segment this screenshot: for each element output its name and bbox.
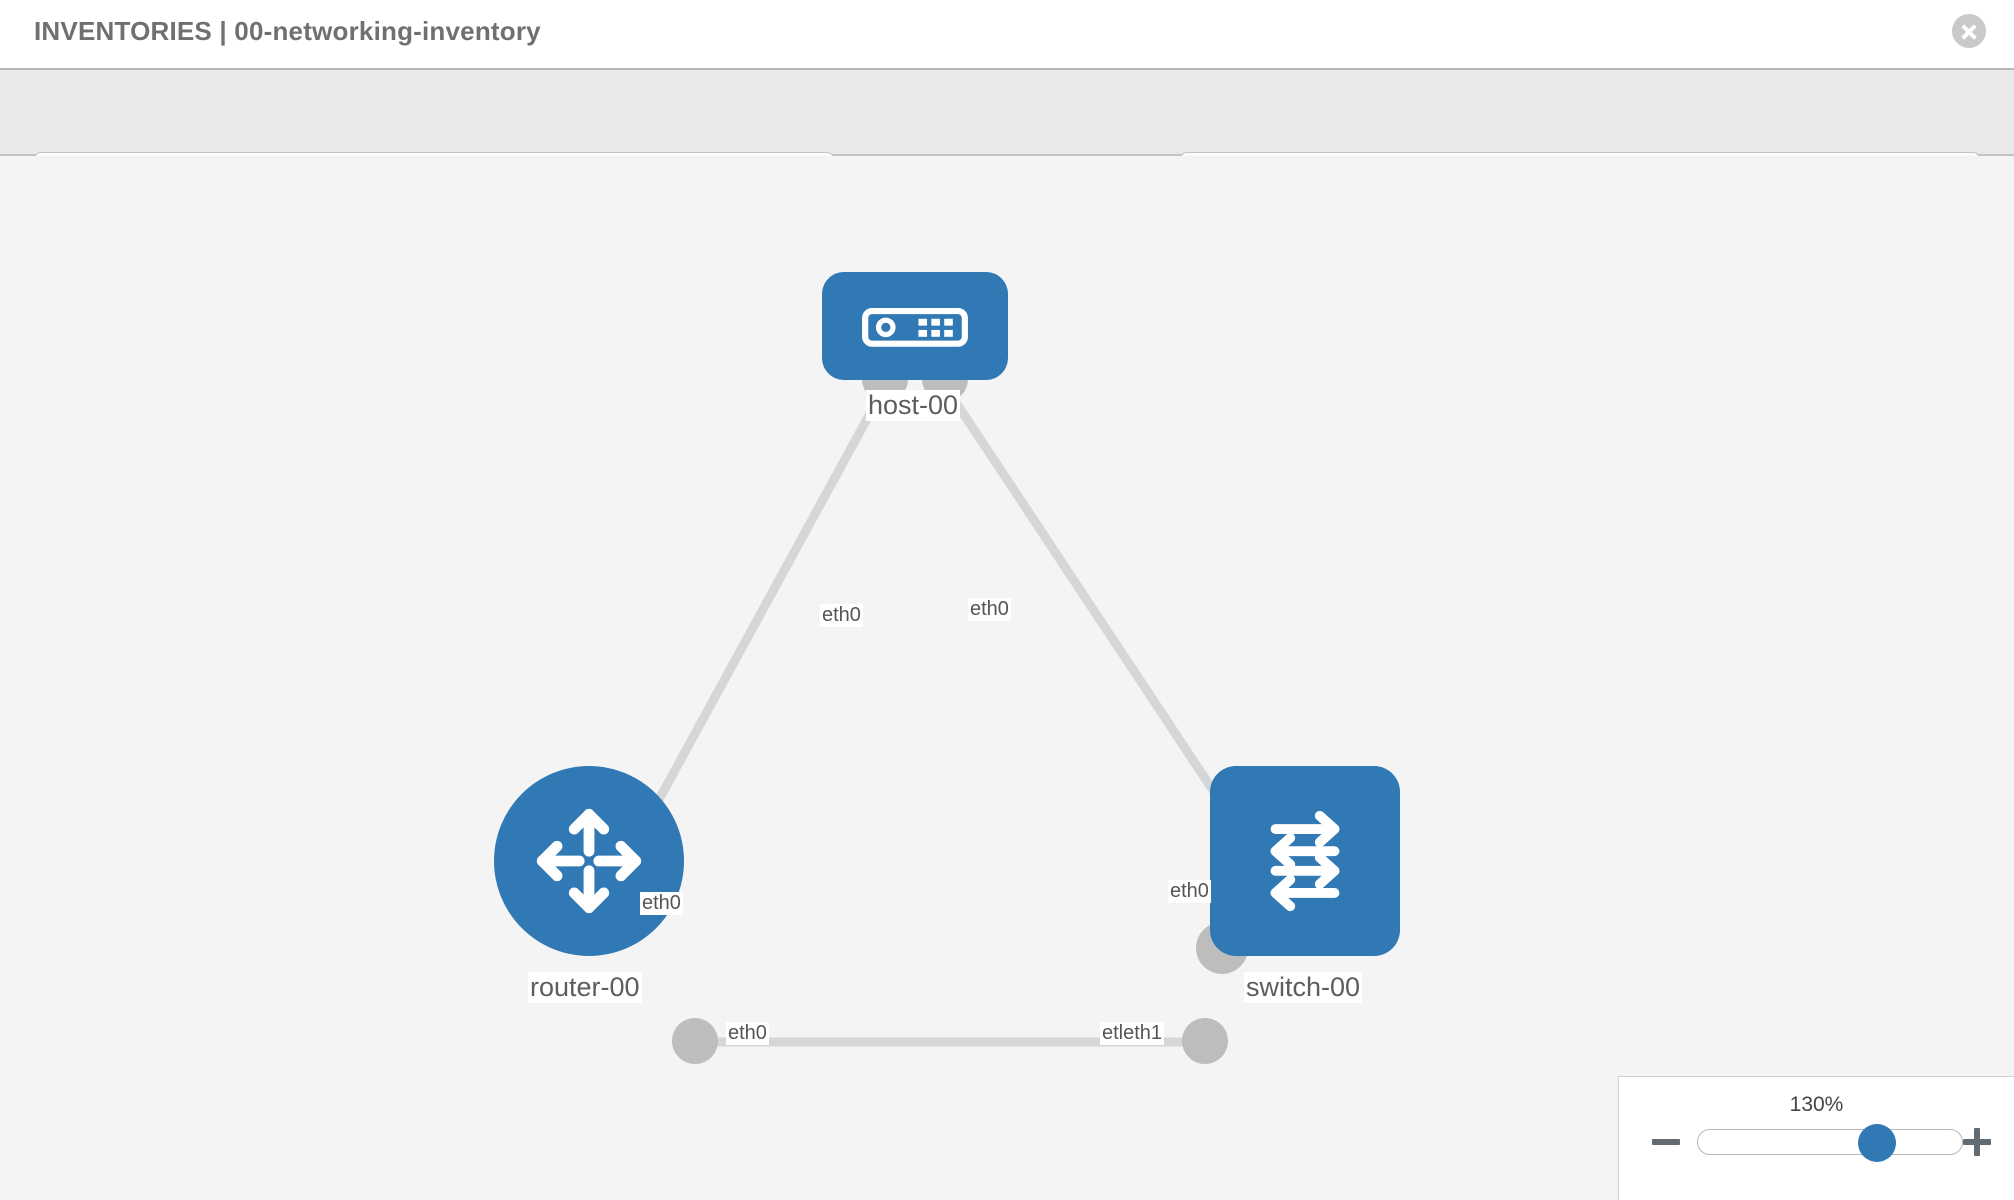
edge-label-router-horizontal: eth0 (726, 1022, 769, 1045)
edge-label-switch-horizontal: etleth1 (1100, 1022, 1165, 1045)
edge-host-switch (941, 383, 1234, 819)
switch-arrows-icon (1270, 810, 1340, 912)
page-header: INVENTORIES | 00-networking-inventory (0, 0, 2014, 70)
node-switch-00[interactable]: switch-00 (1210, 766, 1400, 1046)
node-switch-00-label: switch-00 (1244, 972, 1363, 1003)
node-router-00-shape[interactable] (494, 766, 684, 956)
node-router-00[interactable]: router-00 (494, 766, 684, 1046)
node-host-00-shape[interactable] (822, 272, 1008, 380)
port-switch-left[interactable] (1182, 1018, 1228, 1064)
edge-host-router (646, 383, 889, 819)
server-device-icon (862, 307, 968, 347)
edge-label-router-diagonal: eth0 (640, 892, 683, 915)
zoom-in-button[interactable] (1960, 1125, 1994, 1159)
node-router-00-label: router-00 (528, 972, 642, 1003)
router-arrows-icon (536, 808, 642, 914)
edge-label-host-right: eth0 (968, 598, 1011, 621)
zoom-slider-thumb[interactable] (1858, 1124, 1896, 1162)
toolbar: ACTIONS SEARCH (0, 70, 2014, 208)
close-icon[interactable] (1952, 14, 1986, 48)
zoom-slider-track[interactable] (1697, 1124, 1963, 1162)
zoom-level-label: 130% (1789, 1093, 1844, 1116)
node-host-00-label: host-00 (866, 390, 961, 421)
topology-canvas[interactable]: host-00 eth0 eth0 router-00 (0, 156, 2014, 1200)
edge-label-host-left: eth0 (820, 604, 863, 627)
zoom-control-panel: 130% (1618, 1076, 2014, 1200)
node-switch-00-shape[interactable] (1210, 766, 1400, 956)
node-host-00[interactable]: host-00 (822, 272, 1008, 492)
port-router-right[interactable] (672, 1018, 718, 1064)
page-title: INVENTORIES | 00-networking-inventory (34, 16, 541, 46)
zoom-out-button[interactable] (1649, 1125, 1683, 1159)
edge-label-switch-diagonal: eth0 (1168, 880, 1211, 903)
